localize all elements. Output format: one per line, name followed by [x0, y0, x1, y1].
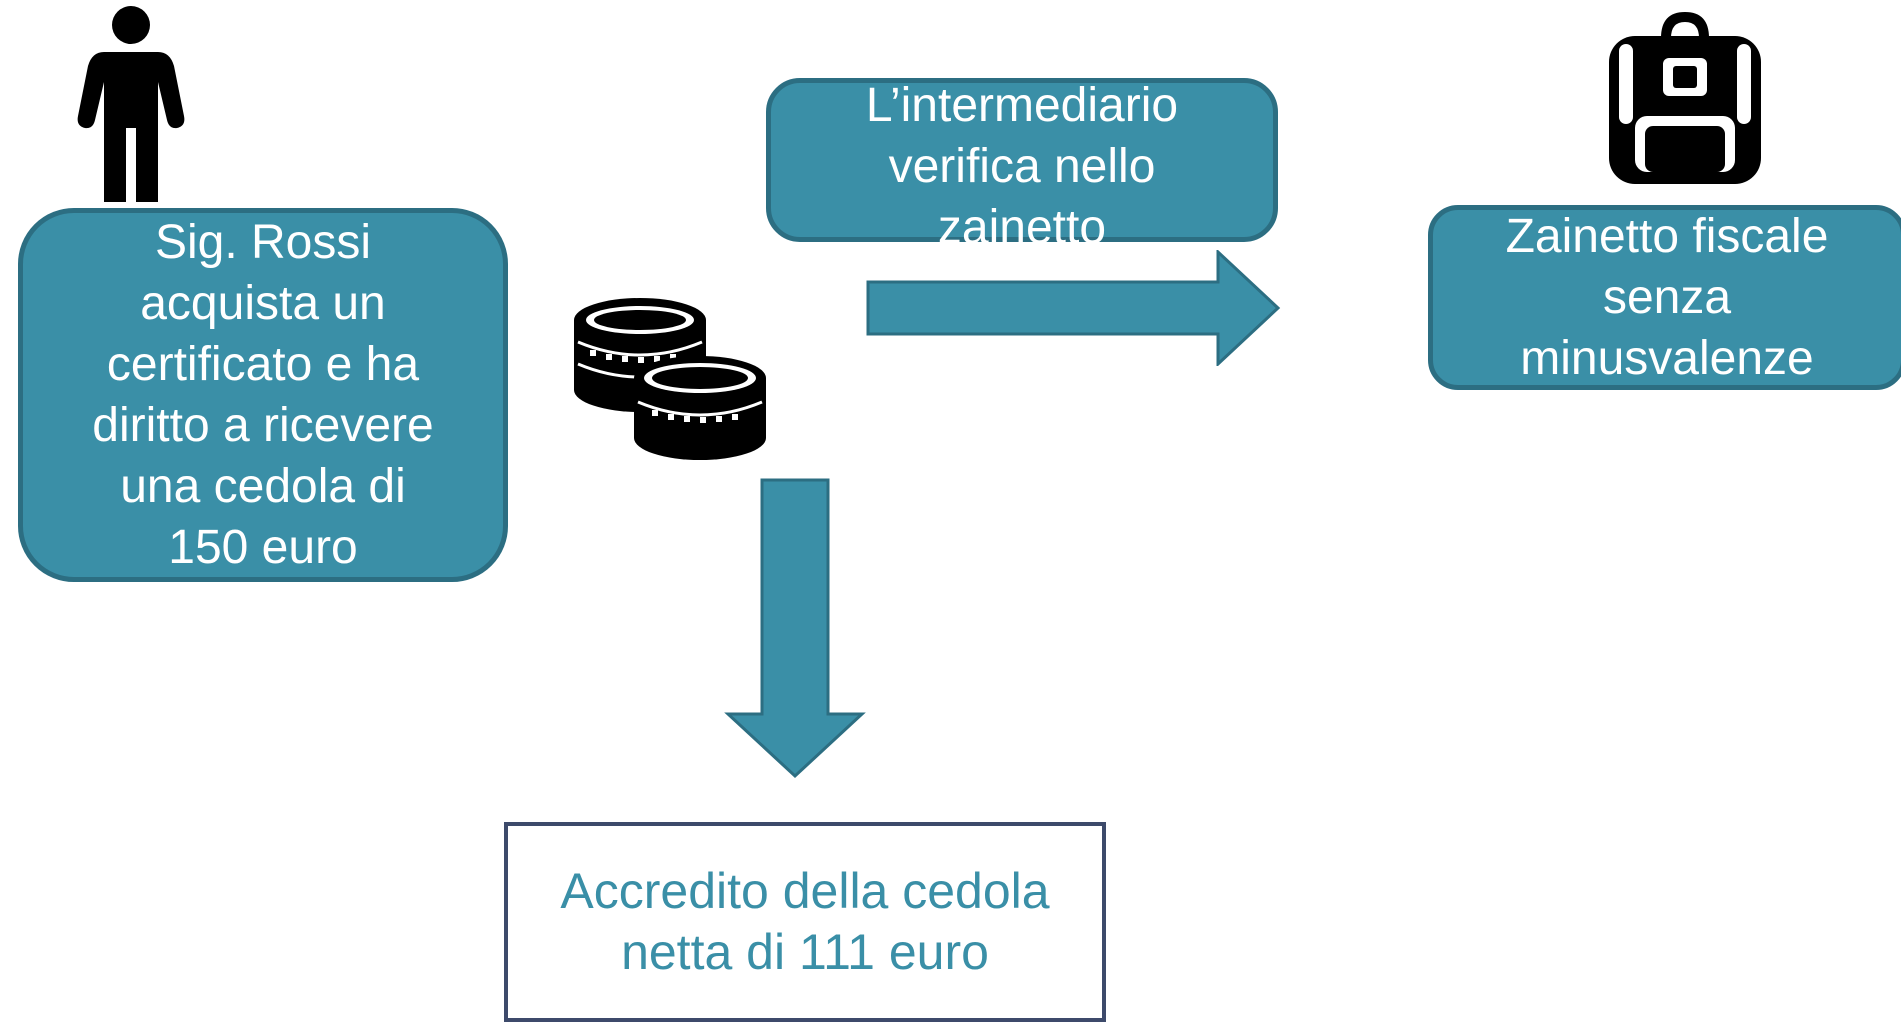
intermediario-box: L’intermediario verifica nello zainetto: [766, 78, 1278, 254]
rossi-box: Sig. Rossi acquista un certificato e ha …: [18, 208, 508, 582]
intermediario-text: L’intermediario verifica nello zainetto: [865, 79, 1179, 254]
coins-icon: [574, 298, 766, 460]
rossi-text: Sig. Rossi acquista un certificato e ha …: [92, 216, 434, 574]
accredito-box: Accredito della cedola netta di 111 euro: [504, 822, 1106, 1022]
backpack-icon: [1609, 12, 1761, 184]
zainetto-text: Zainetto fiscale senza minusvalenze: [1505, 210, 1829, 385]
zainetto-box: Zainetto fiscale senza minusvalenze: [1428, 205, 1901, 390]
accredito-text: Accredito della cedola netta di 111 euro: [560, 863, 1050, 980]
person-icon: [77, 6, 185, 202]
arrow-right: [866, 250, 1281, 366]
arrow-down: [724, 478, 866, 779]
